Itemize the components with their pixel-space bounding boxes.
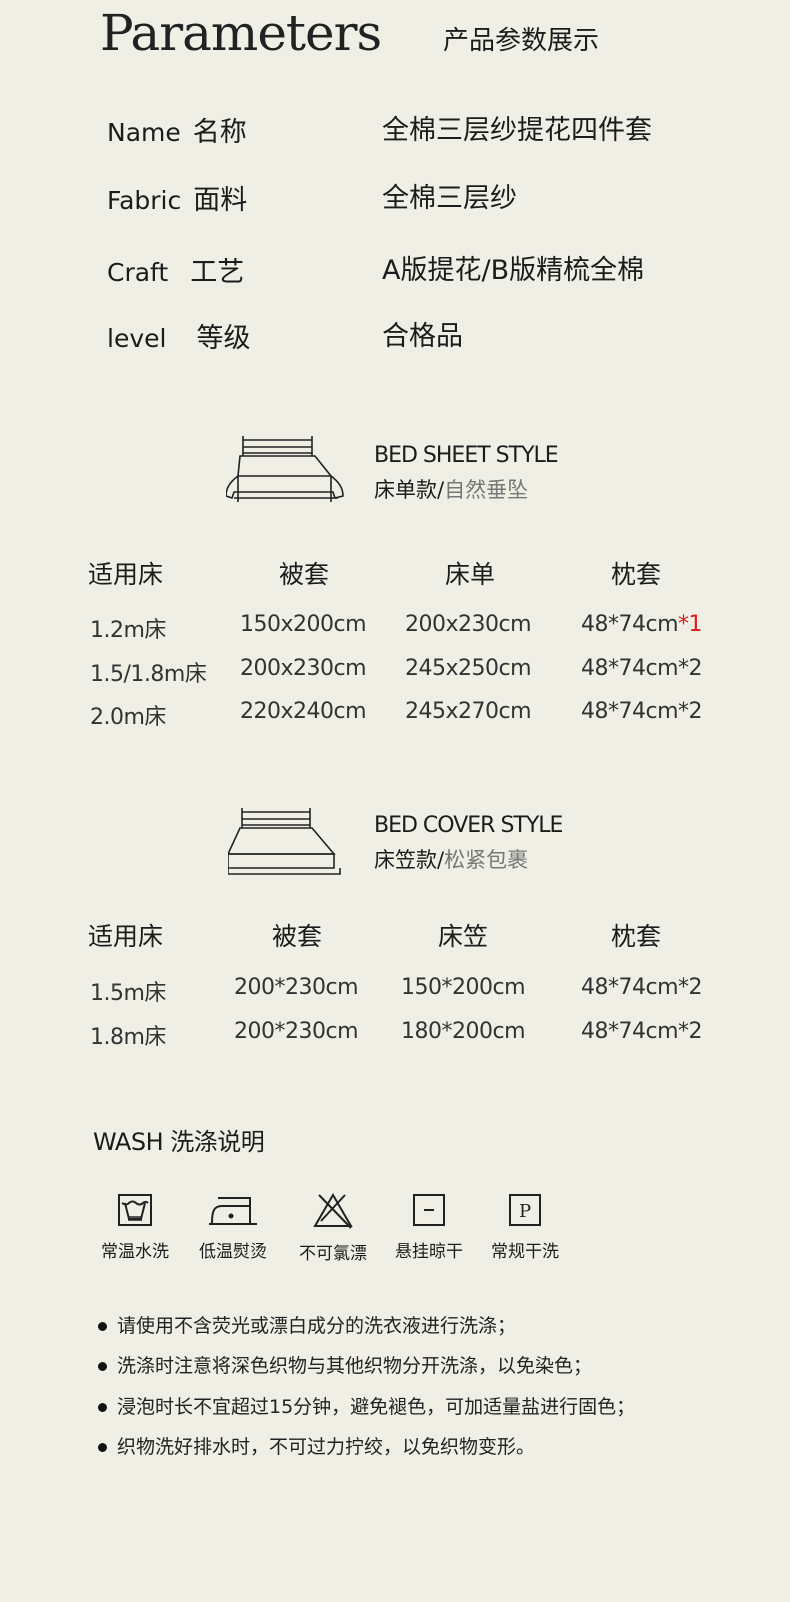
- cell-pillow: 48*74cm*1: [581, 612, 703, 637]
- label-cn: 等级: [196, 323, 251, 354]
- th-fitted: 床笠: [437, 922, 489, 951]
- note-text: 织物洗好排水时，不可过力拧绞，以免织物变形。: [117, 1436, 536, 1458]
- label-en: Fabric: [107, 186, 182, 215]
- cover-title-cn: 床笠款/松紧包裹: [374, 844, 528, 874]
- sep: /: [437, 848, 445, 872]
- wash-item: P 常规干洗: [480, 1193, 570, 1262]
- label-en: Craft: [107, 258, 169, 287]
- sheet-subtitle: 自然垂坠: [444, 478, 529, 502]
- wash-note: 织物洗好排水时，不可过力拧绞，以免织物变形。: [98, 1432, 535, 1459]
- param-label-fabric: Fabric 面料: [107, 178, 247, 217]
- pillow-qty: *2: [678, 656, 703, 681]
- iron-low-icon: [209, 1197, 257, 1225]
- cover-title-en: BED COVER STYLE: [374, 813, 563, 838]
- label-en: level: [107, 324, 167, 353]
- note-text: 请使用不含荧光或漂白成分的洗衣液进行洗涤；: [117, 1315, 517, 1337]
- th-sheet: 床单: [444, 560, 496, 589]
- title-cn: 产品参数展示: [443, 26, 600, 56]
- bullet-icon: [98, 1443, 107, 1452]
- wash-label: 低温熨烫: [199, 1242, 267, 1262]
- sheet-title-cn: 床单款/自然垂坠: [374, 474, 528, 504]
- cell-pillow: 48*74cm*2: [581, 699, 703, 724]
- sep: /: [437, 478, 445, 502]
- hang-dry-icon: [413, 1194, 445, 1226]
- param-label-level: level 等级: [107, 316, 250, 355]
- svg-text:P: P: [519, 1201, 531, 1222]
- wash-label: 不可氯漂: [299, 1244, 367, 1264]
- dry-clean-p-icon: P: [509, 1194, 541, 1226]
- pillow-size: 48*74cm: [581, 612, 679, 637]
- bullet-icon: [98, 1403, 107, 1412]
- cell-duvet: 200*230cm: [233, 975, 359, 1000]
- bullet-icon: [98, 1362, 107, 1371]
- th-pillow: 枕套: [610, 922, 662, 951]
- param-label-name: Name 名称: [107, 110, 247, 149]
- th-bed: 适用床: [88, 922, 164, 951]
- cell-sheet: 200x230cm: [404, 612, 532, 637]
- cell-duvet: 200x230cm: [239, 656, 367, 681]
- wash-note: 洗涤时注意将深色织物与其他织物分开洗涤，以免染色；: [98, 1351, 592, 1378]
- sheet-style-name: 床单款: [374, 478, 437, 502]
- label-cn: 面料: [193, 185, 248, 216]
- wash-title: WASH 洗涤说明: [93, 1128, 265, 1156]
- pillow-qty: *1: [678, 612, 703, 637]
- wash-note: 请使用不含荧光或漂白成分的洗衣液进行洗涤；: [98, 1311, 516, 1338]
- cell-fitted: 150*200cm: [400, 975, 526, 1000]
- fitted-sheet-icon: [228, 808, 341, 875]
- wash-label: 常温水洗: [101, 1242, 169, 1262]
- cell-fitted: 180*200cm: [400, 1019, 526, 1044]
- sheet-title-en: BED SHEET STYLE: [374, 443, 559, 468]
- pillow-size: 48*74cm: [581, 699, 679, 724]
- cell-bed: 2.0m床: [90, 705, 166, 730]
- th-pillow: 枕套: [610, 560, 662, 589]
- bed-sheet-icon: [226, 436, 344, 502]
- param-value-fabric: 全棉三层纱: [382, 183, 517, 214]
- th-bed: 适用床: [88, 560, 164, 589]
- cell-pillow: 48*74cm*2: [581, 1019, 703, 1044]
- cell-pillow: 48*74cm*2: [581, 656, 703, 681]
- cell-duvet: 150x200cm: [239, 612, 367, 637]
- th-duvet: 被套: [278, 560, 330, 589]
- cell-sheet: 245x270cm: [404, 699, 532, 724]
- note-text: 浸泡时长不宜超过15分钟，避免褪色，可加适量盐进行固色；: [117, 1396, 636, 1418]
- bullet-icon: [98, 1322, 107, 1331]
- param-value-craft: A版提花/B版精梳全棉: [382, 255, 645, 286]
- pillow-size: 48*74cm: [581, 975, 679, 1000]
- wash-tub-icon: [118, 1194, 152, 1226]
- param-value-name: 全棉三层纱提花四件套: [382, 115, 652, 146]
- cover-style-name: 床笠款: [374, 848, 437, 872]
- cover-subtitle: 松紧包裹: [444, 848, 529, 872]
- pillow-qty: *2: [678, 975, 703, 1000]
- wash-item: 悬挂晾干: [384, 1193, 474, 1262]
- note-text: 洗涤时注意将深色织物与其他织物分开洗涤，以免染色；: [117, 1355, 593, 1377]
- label-cn: 工艺: [190, 257, 245, 288]
- wash-item: 常温水洗: [90, 1193, 180, 1262]
- pillow-size: 48*74cm: [581, 1019, 679, 1044]
- cell-sheet: 245x250cm: [404, 656, 532, 681]
- label-cn: 名称: [192, 117, 247, 148]
- cell-pillow: 48*74cm*2: [581, 975, 703, 1000]
- label-en: Name: [107, 118, 181, 147]
- pillow-qty: *2: [678, 699, 703, 724]
- param-value-level: 合格品: [382, 321, 463, 352]
- cell-duvet: 200*230cm: [233, 1019, 359, 1044]
- th-duvet: 被套: [271, 922, 323, 951]
- cell-bed: 1.8m床: [90, 1025, 166, 1050]
- cell-duvet: 220x240cm: [239, 699, 367, 724]
- cell-bed: 1.5/1.8m床: [90, 662, 207, 687]
- wash-item: 不可氯漂: [288, 1193, 378, 1264]
- cell-bed: 1.5m床: [90, 981, 166, 1006]
- wash-label: 悬挂晾干: [395, 1242, 463, 1262]
- param-label-craft: Craft 工艺: [107, 250, 244, 289]
- wash-label: 常规干洗: [491, 1242, 559, 1262]
- pillow-size: 48*74cm: [581, 656, 679, 681]
- wash-item: 低温熨烫: [188, 1193, 278, 1262]
- cell-bed: 1.2m床: [90, 618, 166, 643]
- pillow-qty: *2: [678, 1019, 703, 1044]
- wash-note: 浸泡时长不宜超过15分钟，避免褪色，可加适量盐进行固色；: [98, 1392, 635, 1419]
- no-bleach-icon: [313, 1193, 353, 1229]
- title-en: Parameters: [100, 4, 382, 62]
